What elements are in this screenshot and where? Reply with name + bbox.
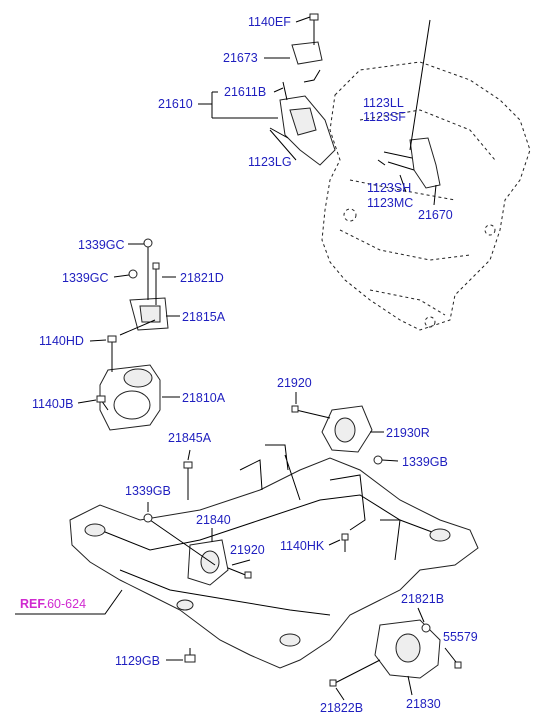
transmission-mount	[184, 619, 462, 687]
part-label-21822B: 21822B	[320, 701, 364, 715]
part-label-1140HK: 1140HK	[280, 539, 325, 553]
part-label-1123SF: 1123SF	[363, 110, 406, 124]
part-label-21840: 21840	[196, 513, 231, 527]
part-label-21673: 21673	[223, 51, 258, 65]
part-label-21670: 21670	[418, 208, 453, 222]
part-label-1339GB-right: 1339GB	[402, 455, 448, 469]
part-label-1339GC-top: 1339GC	[78, 238, 125, 252]
part-label-1123LL: 1123LL	[363, 96, 404, 110]
reference-link[interactable]: REF.60-624	[20, 597, 86, 611]
part-label-21815A: 21815A	[182, 310, 226, 324]
part-label-1140EF: 1140EF	[248, 15, 291, 29]
part-label-21611B: 21611B	[224, 85, 267, 99]
reference-prefix: REF.	[20, 597, 48, 611]
engine-mount-bracket	[269, 13, 441, 189]
part-label-21810A: 21810A	[182, 391, 226, 405]
part-label-21610: 21610	[158, 97, 193, 111]
part-label-1123LG: 1123LG	[248, 155, 292, 169]
reference-number: 60-624	[47, 597, 87, 611]
part-label-21920-bottom: 21920	[230, 543, 265, 557]
part-label-1140HD: 1140HD	[39, 334, 84, 348]
part-label-21930R: 21930R	[386, 426, 430, 440]
leader-lines	[15, 16, 457, 701]
part-label-21845A: 21845A	[168, 431, 212, 445]
part-label-1339GB-left: 1339GB	[125, 484, 171, 498]
part-label-1339GC-bottom: 1339GC	[62, 271, 109, 285]
part-label-21920-top: 21920	[277, 376, 312, 390]
part-label-55579: 55579	[443, 630, 478, 644]
subframe	[69, 444, 479, 669]
part-label-1129GB: 1129GB	[115, 654, 160, 668]
part-label-1123SH: 1123SH	[367, 181, 412, 195]
engine-block	[321, 61, 531, 331]
part-label-21821D: 21821D	[180, 271, 224, 285]
part-label-1123MC: 1123MC	[367, 196, 414, 210]
left-engine-mount	[96, 238, 169, 431]
rear-roll-mount	[143, 461, 349, 586]
part-label-21830: 21830	[406, 697, 441, 711]
part-label-1140JB: 1140JB	[32, 397, 74, 411]
part-label-21821B: 21821B	[401, 592, 445, 606]
front-roll-mount	[291, 405, 383, 465]
